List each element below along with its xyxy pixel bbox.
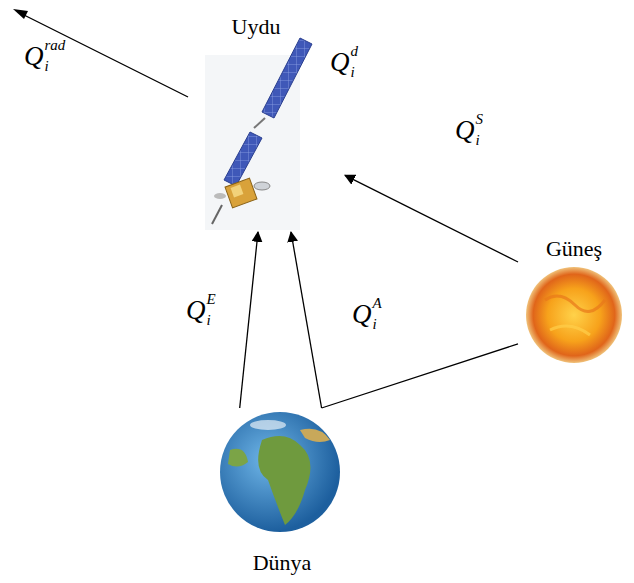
node-box: Uydu — [195, 14, 345, 232]
script-stack: Ei — [207, 292, 216, 328]
flux-arrow — [291, 232, 322, 408]
script-stack: Si — [476, 112, 484, 148]
heat-flux-symbol: QSi — [455, 112, 483, 148]
satellite-icon — [205, 38, 312, 230]
node-label: Dünya — [215, 550, 349, 576]
radiation-arrowhead — [13, 9, 28, 19]
heat-flux-symbol: QEi — [186, 292, 216, 328]
heat-flux-symbol: Qdi — [330, 44, 358, 80]
script-stack: Ai — [373, 296, 382, 332]
symbol-subscript: i — [207, 313, 216, 328]
symbol-subscript: i — [476, 133, 484, 148]
script-stack: rad i — [45, 38, 66, 74]
heat-flux-symbol: QAi — [352, 296, 382, 332]
heat-flux-symbol: Qrad i — [24, 38, 65, 74]
symbol-superscript: E — [207, 292, 216, 307]
symbol-superscript: rad — [45, 38, 66, 53]
symbol-letter: Q — [24, 41, 44, 71]
symbol-letter: Q — [455, 115, 475, 145]
symbol-letter: Q — [330, 47, 350, 77]
symbol-letter: Q — [186, 295, 206, 325]
symbol-letter: Q — [352, 299, 372, 329]
symbol-superscript: d — [351, 44, 359, 59]
flux-arrow — [240, 232, 258, 408]
symbol-subscript: i — [45, 59, 66, 74]
sun-icon — [526, 267, 622, 363]
flux-arrow — [345, 175, 518, 262]
node-label: Güneş — [518, 236, 630, 262]
symbol-subscript: i — [351, 65, 359, 80]
symbol-subscript: i — [373, 317, 382, 332]
node-box: Dünya — [215, 408, 345, 580]
symbol-superscript: A — [373, 296, 382, 311]
script-stack: di — [351, 44, 359, 80]
node-label: Uydu — [195, 14, 317, 40]
symbol-superscript: S — [476, 112, 484, 127]
radiation-arrow — [20, 13, 188, 97]
flux-arrow — [322, 344, 518, 408]
node-box: Güneş — [518, 236, 630, 366]
earth-icon — [220, 412, 340, 532]
